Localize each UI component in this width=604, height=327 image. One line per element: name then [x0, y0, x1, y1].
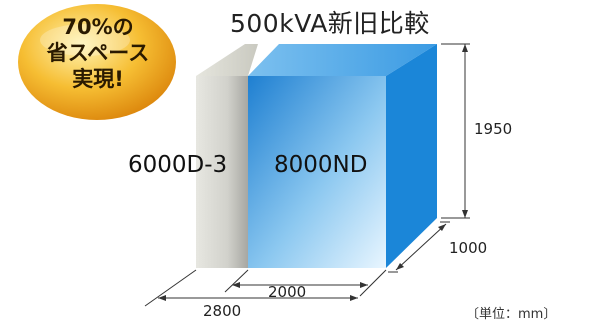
width-old-label: 2800: [203, 302, 242, 320]
width-new-dimension: [224, 269, 387, 297]
badge-line-1: 70%の: [62, 15, 134, 39]
height-label: 1950: [474, 120, 513, 138]
old-model-label: 6000D-3: [128, 152, 228, 178]
badge-line-3: 実現!: [72, 67, 124, 91]
new-box-side: [386, 44, 437, 268]
new-model-label: 8000ND: [274, 152, 368, 178]
badge-text: 70%の 省スペース 実現!: [22, 14, 174, 92]
old-box-top: [196, 44, 258, 76]
unit-label: 〔単位：mm〕: [466, 307, 557, 322]
space-saving-badge: [18, 4, 176, 120]
new-box-top: [248, 44, 437, 76]
depth-dimension: [388, 221, 450, 273]
depth-label: 1000: [449, 239, 488, 257]
new-box-front: [248, 76, 386, 268]
height-dimension: [441, 43, 470, 219]
width-new-label: 2000: [268, 283, 307, 301]
width-old-dimension: [144, 269, 358, 307]
diagram-title: 500kVA新旧比較: [230, 9, 430, 38]
old-box-front: [196, 76, 248, 268]
badge-line-2: 省スペース: [46, 41, 150, 65]
badge-highlight: [40, 24, 130, 56]
